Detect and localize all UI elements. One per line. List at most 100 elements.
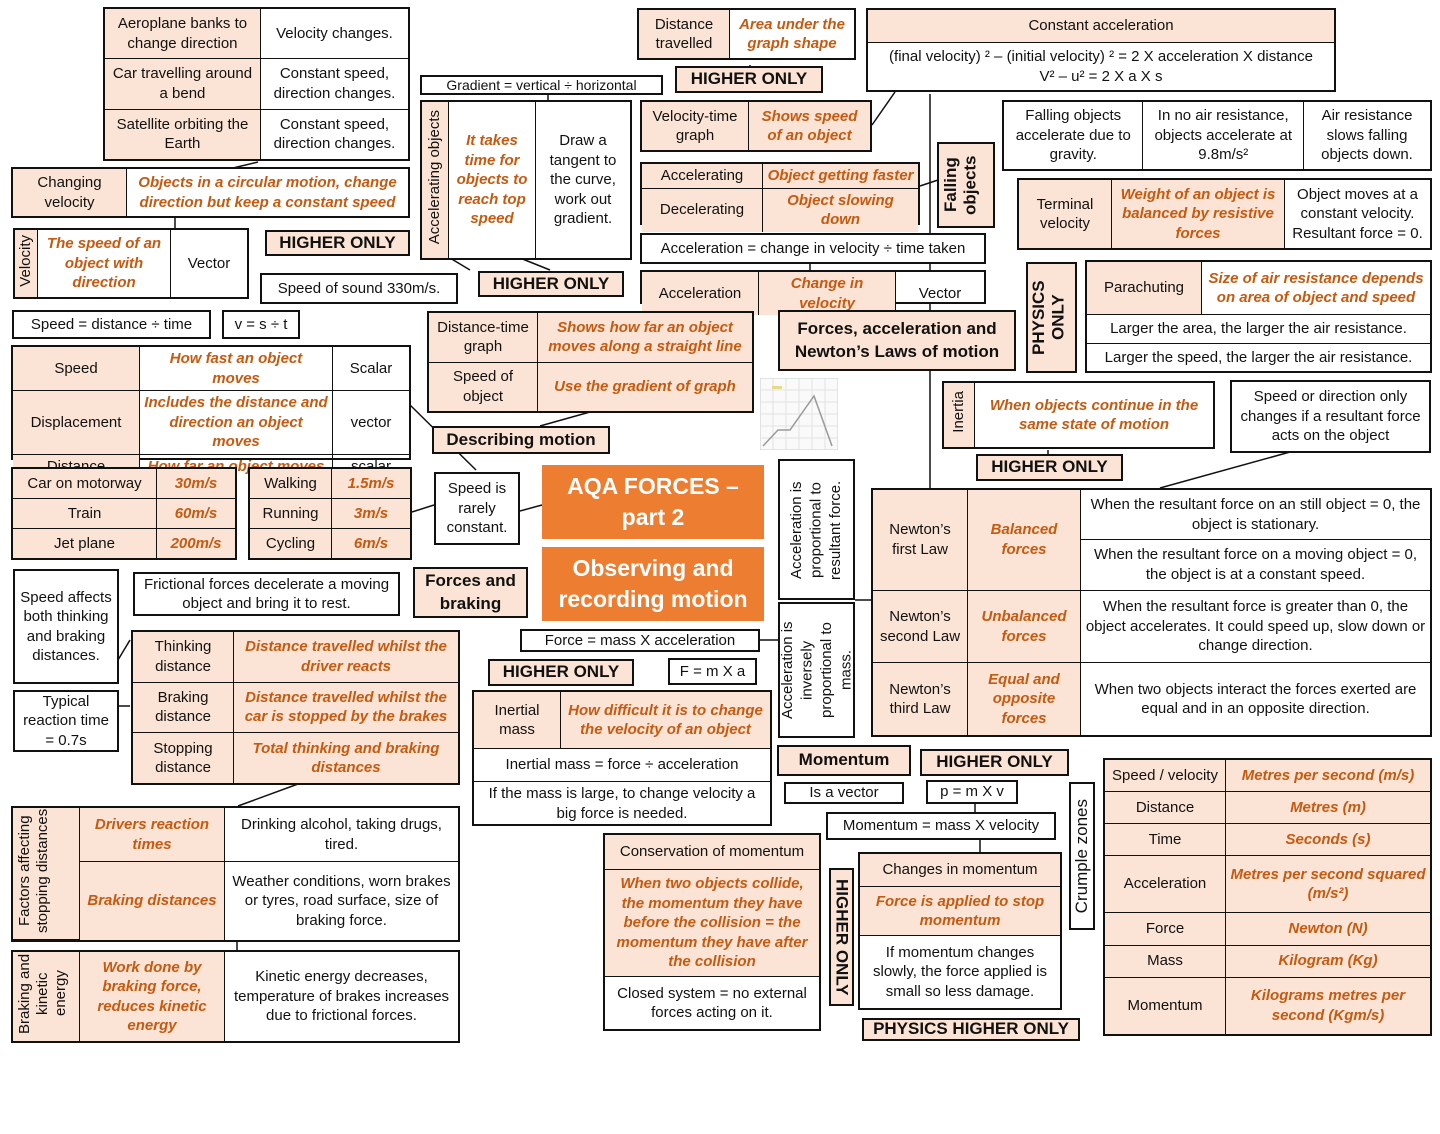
terminal-velocity-desc: Weight of an object is balanced by resis… — [1111, 180, 1285, 248]
title-line-1: AQA FORCES – — [567, 472, 739, 499]
constant-acc-header: Constant acceleration — [868, 10, 1334, 43]
subtitle-line-2: recording motion — [558, 586, 748, 612]
higher-only-badge: HIGHER ONLY — [265, 230, 410, 256]
vehicle-label: Train — [13, 497, 157, 530]
distance-travelled-box: Distance travelled Area under the graph … — [637, 8, 856, 60]
parachuting-desc: Size of air resistance depends on area o… — [1201, 262, 1430, 315]
term-type: Scalar — [332, 347, 409, 391]
changing-velocity-box: Changing velocity Objects in a circular … — [11, 167, 410, 218]
braking-kinetic-box: Braking and kinetic energy Work done by … — [11, 950, 460, 1043]
changing-velocity-desc: Objects in a circular motion, change dir… — [126, 169, 408, 216]
higher-only-badge: HIGHER ONLY — [675, 66, 823, 93]
velocity-label: Velocity — [17, 234, 35, 287]
dt-graph-label: Speed of object — [429, 361, 538, 411]
acc-dec-label: Decelerating — [642, 187, 763, 232]
velocity-example-label: Aeroplane banks to change direction — [105, 9, 261, 60]
force-symbol-formula: F = m X a — [668, 658, 757, 685]
activity-speed: 3m/s — [331, 497, 410, 530]
newton-law-desc: Balanced forces — [967, 490, 1081, 591]
vehicle-speed: 60m/s — [156, 497, 235, 530]
stopping-label: Thinking distance — [133, 632, 234, 683]
changes-momentum-note: If momentum changes slowly, the force ap… — [860, 935, 1060, 1008]
unit-quantity: Mass — [1105, 944, 1226, 978]
dt-graph-desc: Shows how far an object moves along a st… — [537, 313, 752, 363]
falling-objects-text: Falling objects — [941, 155, 980, 215]
changes-momentum-header: Changes in momentum — [860, 854, 1060, 887]
term-label: Displacement — [13, 390, 140, 455]
acceleration-box: Acceleration Change in velocity Vector — [640, 270, 986, 315]
term-desc: Includes the distance and direction an o… — [139, 390, 333, 455]
physics-higher-only-badge: PHYSICS HIGHER ONLY — [862, 1018, 1080, 1041]
graph-thumbnail-icon — [760, 378, 838, 450]
factors-note: Drinking alcohol, taking drugs, tired. — [224, 808, 458, 863]
falling-fact: Air resistance slows falling objects dow… — [1303, 102, 1430, 169]
accelerating-objects-desc: It takes time for objects to reach top s… — [448, 102, 536, 258]
newton-law-desc: Equal and opposite forces — [967, 662, 1081, 735]
velocity-time-graph-box: Velocity-time graph Shows speed of an ob… — [640, 100, 872, 152]
term-desc: How fast an object moves — [139, 347, 333, 391]
stopping-label: Braking distance — [133, 681, 234, 734]
title-line-2: part 2 — [621, 504, 685, 530]
velocity-example-label: Car travelling around a bend — [105, 58, 261, 110]
acceleration-type: Vector — [895, 272, 984, 315]
newton-law-note: When the resultant force on a moving obj… — [1080, 539, 1430, 591]
falling-objects-label: Falling objects — [937, 142, 995, 228]
newton-law-note: When the resultant force on an still obj… — [1080, 490, 1430, 541]
newton-law-desc: Unbalanced forces — [967, 589, 1081, 664]
higher-only-vertical-text: HIGHER ONLY — [832, 878, 852, 996]
subtitle-line-1: Observing and — [572, 554, 734, 581]
newton-law-label: Newton’s first Law — [873, 490, 968, 591]
speed-formula: Speed = distance ÷ time — [12, 310, 211, 339]
unit-value: Metres per second (m/s) — [1225, 760, 1430, 792]
activity-label: Cycling — [250, 528, 332, 558]
acc-inverse-text: Acceleration is inversely proportional t… — [778, 621, 855, 719]
accelerating-objects-method: Draw a tangent to the curve, work out gr… — [535, 102, 630, 258]
vt-graph-desc: Shows speed of an object — [748, 102, 870, 150]
distance-travelled-label: Distance travelled — [639, 10, 730, 58]
term-type: scalar — [332, 453, 409, 478]
factors-stopping-table: Factors affecting stopping distances Dri… — [11, 806, 460, 942]
inertial-mass-note: If the mass is large, to change velocity… — [474, 781, 770, 825]
parachuting-fact: Larger the area, the larger the air resi… — [1087, 314, 1430, 344]
velocity-example-label: Satellite orbiting the Earth — [105, 108, 261, 159]
unit-quantity: Time — [1105, 822, 1226, 856]
acc-proportional-note: Acceleration is proportional to resultan… — [778, 459, 855, 600]
parachuting-fact: Larger the speed, the larger the air res… — [1087, 342, 1430, 371]
constant-acceleration-box: Constant acceleration (final velocity) ²… — [866, 8, 1336, 92]
stopping-label: Stopping distance — [133, 732, 234, 783]
describing-motion-label: Describing motion — [432, 426, 610, 454]
falling-fact: Falling objects accelerate due to gravit… — [1004, 102, 1144, 169]
speed-affects-note: Speed affects both thinking and braking … — [13, 569, 119, 684]
physics-only-label: PHYSICS ONLY — [1026, 262, 1077, 373]
vehicle-speed: 200m/s — [156, 528, 235, 558]
distance-travelled-desc: Area under the graph shape — [729, 10, 854, 58]
crumple-zones-label: Crumple zones — [1069, 782, 1095, 930]
speed-rarely-constant: Speed is rarely constant. — [434, 472, 520, 545]
unit-value: Kilograms metres per second (Kgm/s) — [1225, 976, 1430, 1034]
changing-velocity-label: Changing velocity — [13, 169, 127, 216]
unit-quantity: Distance — [1105, 790, 1226, 824]
acceleration-label: Acceleration — [642, 272, 759, 315]
momentum-symbol-formula: p = m X v — [926, 780, 1018, 804]
constant-acc-line-1: (final velocity) ² – (initial velocity) … — [889, 48, 1313, 65]
newton-law-note: When two objects interact the forces exe… — [1080, 662, 1430, 735]
forces-braking-line-2: braking — [439, 593, 502, 613]
forces-newton-hub: Forces, acceleration and Newton’s Laws o… — [778, 310, 1016, 371]
stopping-desc: Distance travelled whilst the driver rea… — [233, 632, 458, 683]
accelerating-objects-label: Accelerating objects — [426, 110, 444, 245]
acc-inverse-note: Acceleration is inversely proportional t… — [778, 602, 855, 738]
inertial-mass-label: Inertial mass — [474, 692, 561, 749]
activity-label: Running — [250, 497, 332, 530]
velocity-example-value: Constant speed, direction changes. — [259, 58, 408, 110]
unit-value: Newton (N) — [1225, 912, 1430, 946]
stopping-desc: Distance travelled whilst the car is sto… — [233, 681, 458, 734]
speed-of-sound: Speed of sound 330m/s. — [260, 273, 458, 304]
terminal-velocity-box: Terminal velocity Weight of an object is… — [1017, 178, 1432, 250]
